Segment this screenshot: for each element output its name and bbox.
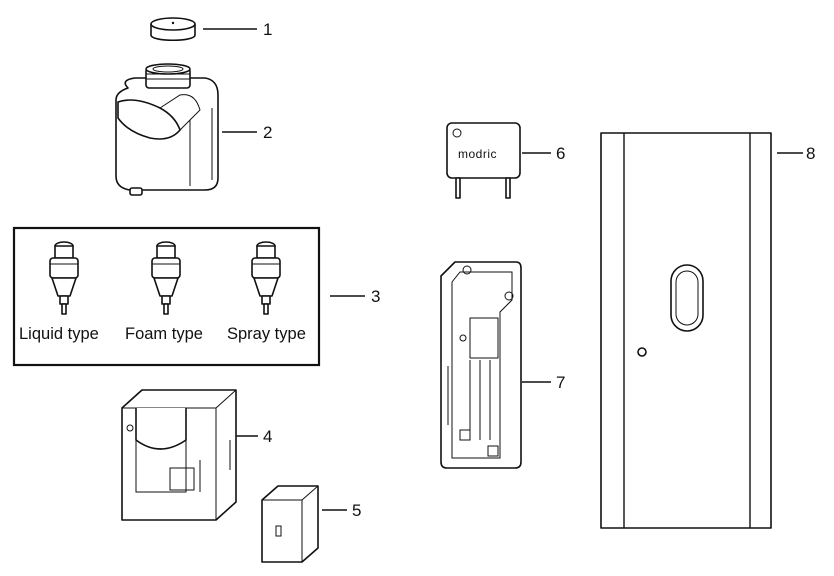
part-4-holder [121, 389, 237, 521]
callout-7: 7 [556, 373, 565, 392]
callout-4: 4 [263, 427, 272, 446]
nozzle-liquid-type [49, 241, 79, 315]
callout-8: 8 [806, 144, 815, 163]
part-8-cover [600, 132, 772, 529]
part-2-reservoir [115, 63, 219, 196]
nozzle-caption-spray: Spray type [227, 325, 306, 343]
nozzle-spray-type [251, 241, 281, 315]
callout-3: 3 [371, 287, 380, 306]
nozzle-foam-type [151, 241, 181, 315]
callout-1: 1 [263, 20, 272, 39]
part-3-nozzle-box: Liquid type Foam type Spray type [12, 226, 321, 367]
part-5-clip [261, 485, 319, 563]
nozzle-caption-foam: Foam type [125, 325, 203, 343]
callout-6: 6 [556, 144, 565, 163]
callout-5: 5 [352, 501, 361, 520]
part-6-module: modric [446, 122, 521, 199]
nozzle-caption-liquid: Liquid type [19, 325, 99, 343]
part-1-cap [150, 17, 196, 42]
callout-2: 2 [263, 123, 272, 142]
brand-label: modric [458, 147, 497, 161]
part-7-mounting-plate [440, 261, 522, 469]
